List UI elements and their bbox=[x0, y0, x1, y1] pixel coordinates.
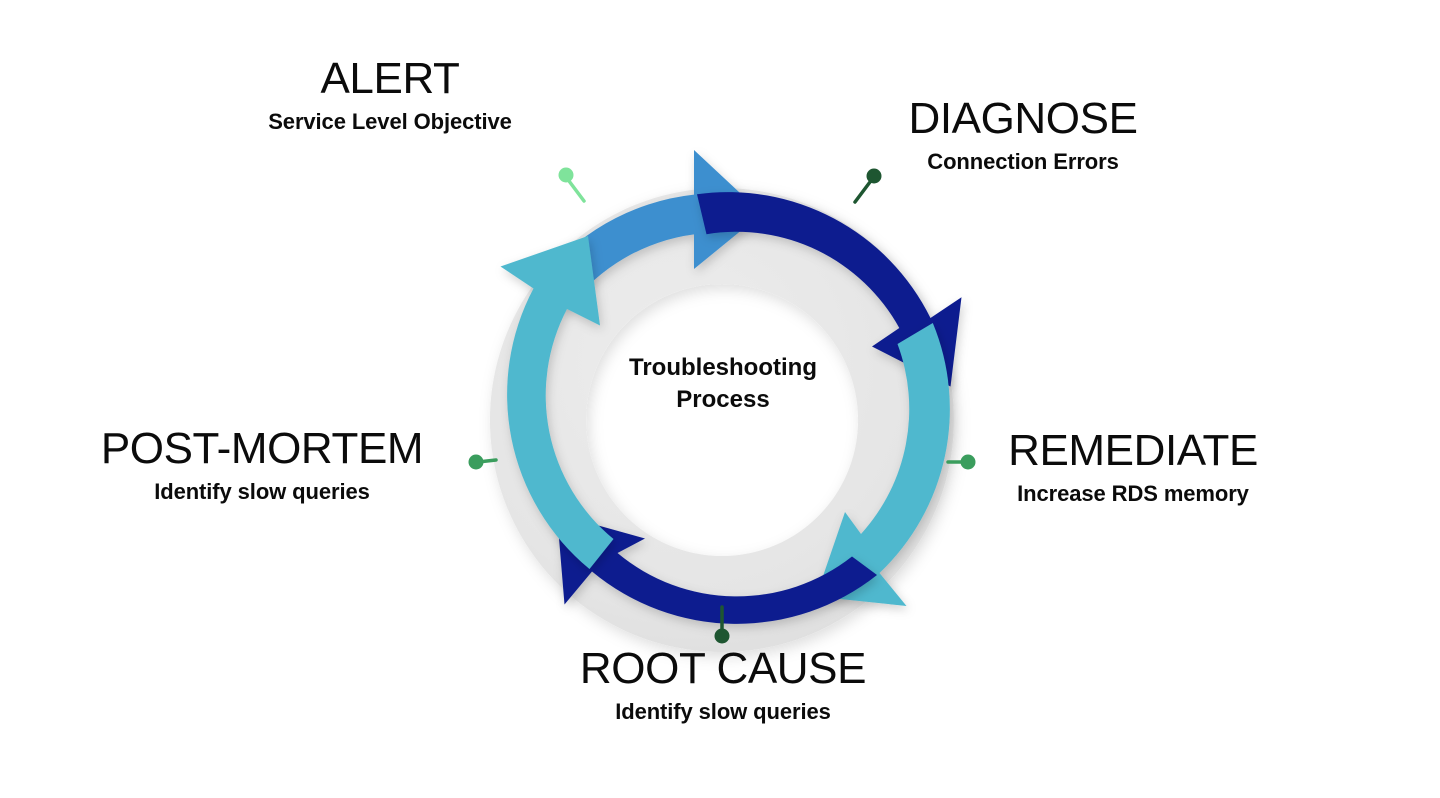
arrow-segment-root-cause bbox=[557, 514, 877, 624]
node-title-root-cause: ROOT CAUSE bbox=[579, 644, 867, 693]
arrow-segment-remediate bbox=[816, 323, 950, 606]
node-label-remediate: REMEDIATE Increase RDS memory bbox=[958, 426, 1308, 507]
connector-diagnose bbox=[853, 168, 882, 204]
center-label: Troubleshooting Process bbox=[592, 352, 854, 416]
node-subtitle-root-cause: Identify slow queries bbox=[615, 698, 831, 724]
node-title-remediate: REMEDIATE bbox=[1008, 426, 1258, 475]
arrow-segment-post-mortem bbox=[500, 236, 614, 569]
center-label-line1: Troubleshooting bbox=[629, 354, 817, 381]
connector-root-cause bbox=[714, 605, 730, 644]
node-title-post-mortem: POST-MORTEM bbox=[100, 424, 424, 473]
node-label-diagnose: DIAGNOSE Connection Errors bbox=[808, 94, 1238, 175]
node-label-post-mortem: POST-MORTEM Identify slow queries bbox=[62, 424, 462, 505]
node-subtitle-post-mortem: Identify slow queries bbox=[154, 478, 370, 504]
connector-alert bbox=[558, 167, 586, 203]
node-subtitle-alert: Service Level Objective bbox=[268, 108, 512, 134]
center-label-line2: Process bbox=[676, 385, 770, 413]
node-subtitle-remediate: Increase RDS memory bbox=[1017, 480, 1249, 506]
node-label-alert: ALERT Service Level Objective bbox=[180, 54, 600, 135]
node-label-root-cause: ROOT CAUSE Identify slow queries bbox=[545, 644, 901, 725]
arrow-segment-diagnose bbox=[697, 192, 962, 387]
connector-remediate bbox=[946, 454, 976, 470]
connector-post-mortem bbox=[468, 454, 498, 470]
arrow-segment-alert bbox=[536, 150, 762, 308]
node-subtitle-diagnose: Connection Errors bbox=[927, 148, 1119, 174]
node-title-diagnose: DIAGNOSE bbox=[908, 94, 1138, 143]
node-title-alert: ALERT bbox=[320, 54, 460, 103]
